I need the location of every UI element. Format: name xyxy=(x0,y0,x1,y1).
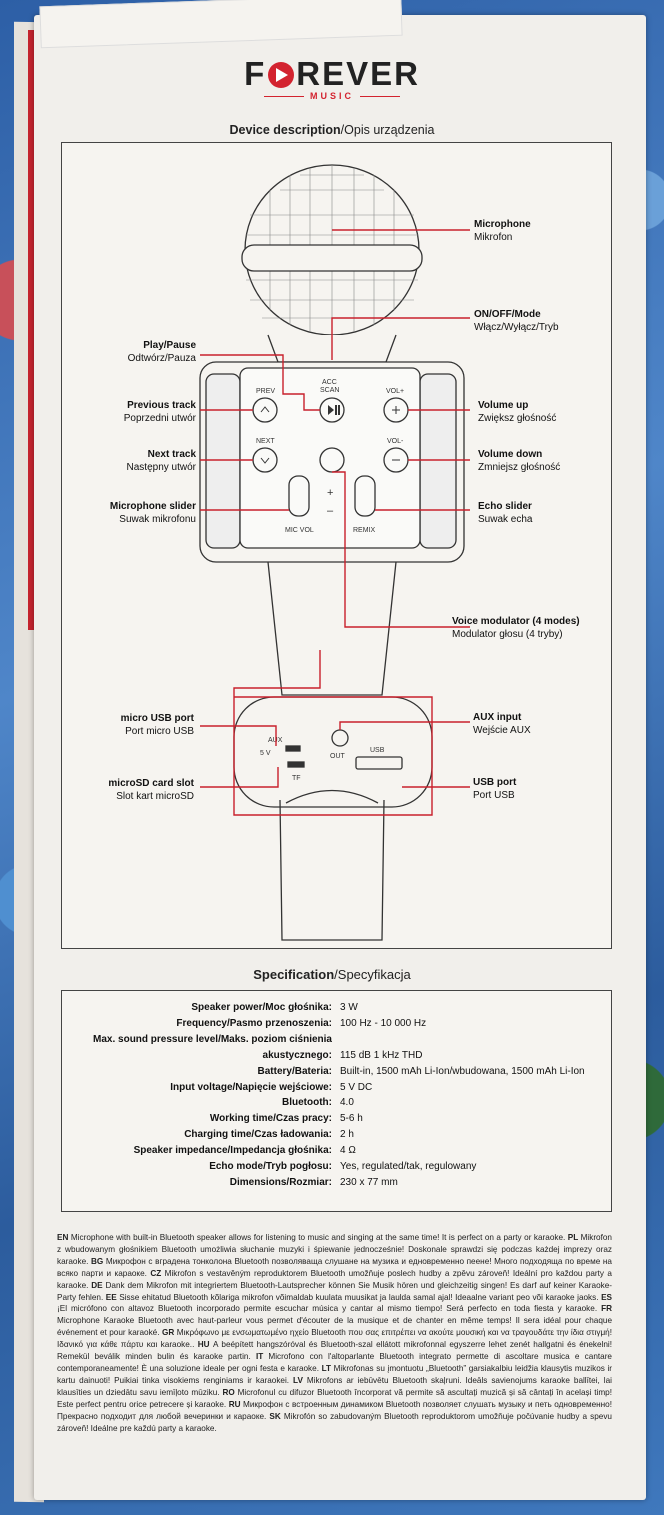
logo-text: REVER xyxy=(296,55,420,92)
lang-code: CZ xyxy=(150,1268,165,1278)
remix-mark: REMIX xyxy=(353,527,376,534)
lang-text: Mikrofon s vestavěným reproduktorem Blue… xyxy=(57,1268,612,1290)
spec-value: 2 h xyxy=(340,1129,354,1141)
spec-key: Frequency/Pasmo przenoszenia: xyxy=(176,1017,332,1029)
spec-key: Bluetooth: xyxy=(282,1097,332,1109)
tf-mark: TF xyxy=(292,775,301,782)
next-mark: NEXT xyxy=(256,438,275,445)
usb-mark: USB xyxy=(370,747,385,754)
spec-value: 100 Hz - 10 000 Hz xyxy=(340,1017,427,1029)
spec-value: Built-in, 1500 mAh Li-Ion/wbudowana, 150… xyxy=(340,1065,585,1077)
play-logo-icon xyxy=(268,62,295,88)
lang-text: Микрофон с вградена тонколона Bluetooth … xyxy=(57,1256,612,1278)
fivev-mark: 5 V xyxy=(260,750,271,757)
volm-mark: VOL- xyxy=(387,438,404,445)
lang-code: LT xyxy=(321,1363,334,1373)
spec-key: Max. sound pressure level/Maks. poziom c… xyxy=(93,1033,332,1045)
spec-key: Speaker power/Moc głośnika: xyxy=(191,1002,332,1013)
lang-code: FR xyxy=(601,1304,612,1314)
lang-text: Microfonul cu difuzor Bluetooth încorpor… xyxy=(57,1387,613,1409)
spec-value: 230 x 77 mm xyxy=(340,1176,398,1188)
lang-code: EN xyxy=(57,1233,71,1242)
scan-mark: SCAN xyxy=(320,387,339,394)
lang-code: PL xyxy=(567,1233,581,1242)
description-text: EN Microphone with built-in Bluetooth sp… xyxy=(57,1232,612,1434)
spec-value: 4 Ω xyxy=(340,1145,356,1157)
lang-code: BG xyxy=(91,1256,106,1266)
prev-mark: PREV xyxy=(256,388,275,395)
acc-mark: ACC xyxy=(322,379,337,386)
lang-code: ES xyxy=(601,1292,612,1302)
spec-key: Echo mode/Tryb pogłosu: xyxy=(209,1161,332,1172)
lang-text: Mikrofon z wbudowanym głośnikiem Bluetoo… xyxy=(57,1233,612,1266)
mic-ring xyxy=(241,244,423,272)
minus-mark: – xyxy=(327,505,334,517)
lang-text: Микрофон с встроенным динамиком Bluetoot… xyxy=(57,1399,613,1421)
spec-value: 115 dB 1 kHz THD xyxy=(340,1049,423,1061)
lang-code: LV xyxy=(293,1375,307,1385)
label-voice-mod: Voice modulator (4 modes)Modulator głosu… xyxy=(452,616,580,640)
logo-letter: F xyxy=(244,55,267,92)
spec-key: akustycznego: xyxy=(262,1049,332,1061)
micvol-mark: MIC VOL xyxy=(285,527,314,534)
lang-text: ¡El micrófono con altavoz Bluetooth inco… xyxy=(57,1304,602,1314)
lang-text: Microfono con l'altoparlante Bluetooth i… xyxy=(57,1352,612,1373)
lang-code: IT xyxy=(255,1352,269,1362)
logo-sub: MUSIC xyxy=(310,91,354,101)
lang-text: A beépített hangszóróval és Bluetooth-sz… xyxy=(57,1340,612,1362)
lang-text: Mikrofonas su įmontuotu „Bluetooth” gars… xyxy=(57,1363,613,1385)
lang-code: DE xyxy=(91,1280,106,1290)
spec-key: Dimensions/Rozmiar: xyxy=(229,1176,332,1188)
lang-code: RU xyxy=(228,1399,244,1409)
spec-panel xyxy=(61,990,612,1212)
lang-text: Dank dem Mikrofon mit integriertem Bluet… xyxy=(57,1280,612,1302)
device-heading: Device description/Opis urządzenia xyxy=(229,123,435,137)
spec-value: 5-6 h xyxy=(340,1113,363,1125)
spec-value: 4.0 xyxy=(340,1097,354,1109)
volp-mark: VOL+ xyxy=(386,388,404,395)
lang-text: Microphone with built-in Bluetooth speak… xyxy=(70,1233,568,1242)
spec-key: Input voltage/Napięcie wejściowe: xyxy=(170,1081,332,1093)
lang-text: Sisse ehitatud Bluetooth kõlariga mikrof… xyxy=(119,1292,602,1302)
spec-value: Yes, regulated/tak, regulowany xyxy=(340,1161,477,1172)
lang-code: EE xyxy=(105,1292,120,1302)
lang-code: HU xyxy=(197,1340,213,1350)
lang-text: Mikrofons ar iebūvētu Bluetooth skaļruni… xyxy=(57,1375,612,1397)
spec-key: Battery/Bateria: xyxy=(257,1065,332,1077)
lang-text: Mikrofón so zabudovaným Bluetooth reprod… xyxy=(57,1411,612,1433)
plus-mark: + xyxy=(327,487,333,499)
brand-logo: F REVER MUSIC xyxy=(0,55,664,101)
spec-key: Charging time/Czas ładowania: xyxy=(184,1129,332,1141)
lang-text: Microphone Karaoke Bluetooth avec haut-p… xyxy=(57,1316,612,1338)
lang-code: RO xyxy=(222,1387,238,1397)
spec-value: 5 V DC xyxy=(340,1081,373,1093)
spec-heading: Specification/Specyfikacja xyxy=(253,967,411,982)
out-mark: OUT xyxy=(330,753,346,760)
spec-value: 3 W xyxy=(340,1002,358,1013)
lang-code: SK xyxy=(269,1411,284,1421)
spec-key: Speaker impedance/Impedancja głośnika: xyxy=(133,1145,332,1157)
lang-code: GR xyxy=(161,1328,177,1338)
spec-key: Working time/Czas pracy: xyxy=(209,1113,332,1125)
lang-text: Μικρόφωνο με ενσωματωμένο ηχείο Bluetoot… xyxy=(57,1328,613,1350)
